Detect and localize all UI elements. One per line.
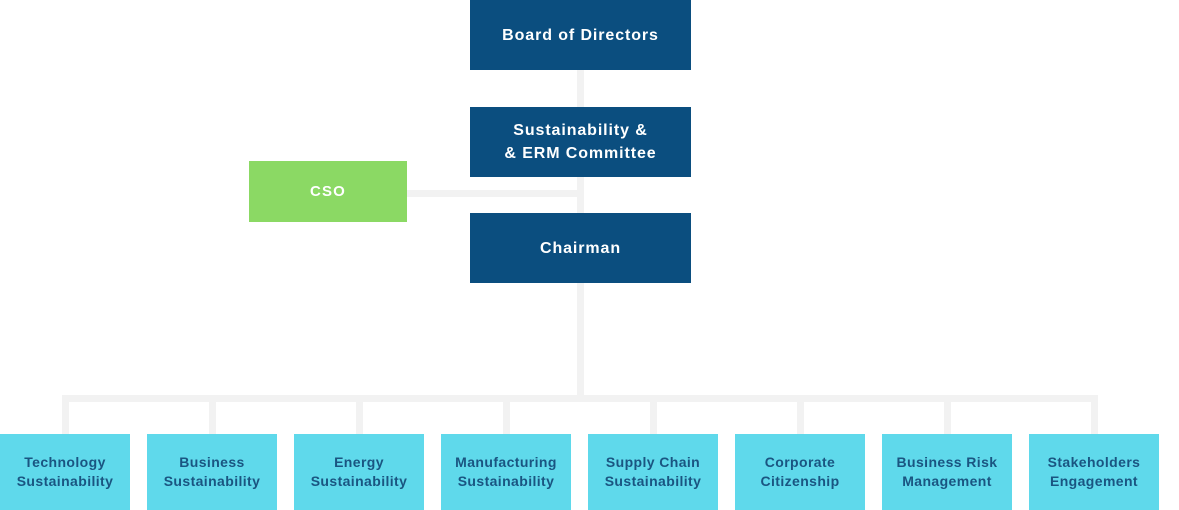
department-node-business-sustainability: Business Sustainability <box>147 434 277 510</box>
department-label-line2: Management <box>902 473 992 489</box>
connector-stub-corporate <box>797 395 804 434</box>
connector-stub-technology <box>62 395 69 434</box>
department-label-line1: Supply Chain <box>605 454 701 470</box>
department-node-manufacturing-sustainability: Manufacturing Sustainability <box>441 434 571 510</box>
connector-stub-supply-chain <box>650 395 657 434</box>
connector-stub-stakeholders <box>1091 395 1098 434</box>
department-label-line2: Engagement <box>1049 473 1138 489</box>
department-label-line1: Energy <box>334 454 384 470</box>
committee-label-line1: Sustainability & <box>513 122 648 139</box>
department-label-line2: Sustainability <box>457 473 555 489</box>
sustainability-erm-committee-node: Sustainability & & ERM Committee <box>470 107 691 177</box>
connector-stub-business <box>209 395 216 434</box>
department-node-energy-sustainability: Energy Sustainability <box>294 434 424 510</box>
cso-node: CSO <box>249 161 407 222</box>
connector-stub-manufacturing <box>503 395 510 434</box>
cso-label: CSO <box>309 183 347 200</box>
department-label-line2: Sustainability <box>16 473 114 489</box>
department-node-business-risk-management: Business Risk Management <box>882 434 1012 510</box>
connector-cso-branch <box>407 190 579 197</box>
department-node-technology-sustainability: Technology Sustainability <box>0 434 130 510</box>
connector-chairman-departments <box>577 283 584 395</box>
committee-label-line2: & ERM Committee <box>504 145 657 162</box>
department-label-line1: Technology <box>24 454 106 470</box>
department-label-line2: Citizenship <box>760 473 840 489</box>
board-of-directors-node: Board of Directors <box>470 0 691 70</box>
department-label-line1: Manufacturing <box>455 454 557 470</box>
department-label-line1: Corporate <box>764 454 836 470</box>
department-label-line1: Stakeholders <box>1047 454 1141 470</box>
department-label-line1: Business <box>179 454 245 470</box>
department-node-corporate-citizenship: Corporate Citizenship <box>735 434 865 510</box>
department-label-line1: Business Risk <box>896 454 998 470</box>
connector-departments-horizontal <box>62 395 1098 402</box>
chairman-node: Chairman <box>470 213 691 283</box>
department-label-line2: Sustainability <box>163 473 261 489</box>
connector-board-committee <box>577 70 584 107</box>
board-of-directors-label: Board of Directors <box>502 26 659 44</box>
connector-committee-chairman <box>577 177 584 213</box>
department-label-line2: Sustainability <box>310 473 408 489</box>
chairman-label: Chairman <box>540 239 621 257</box>
department-label-line2: Sustainability <box>604 473 702 489</box>
department-node-stakeholders-engagement: Stakeholders Engagement <box>1029 434 1159 510</box>
department-node-supply-chain-sustainability: Supply Chain Sustainability <box>588 434 718 510</box>
connector-stub-business-risk <box>944 395 951 434</box>
connector-stub-energy <box>356 395 363 434</box>
